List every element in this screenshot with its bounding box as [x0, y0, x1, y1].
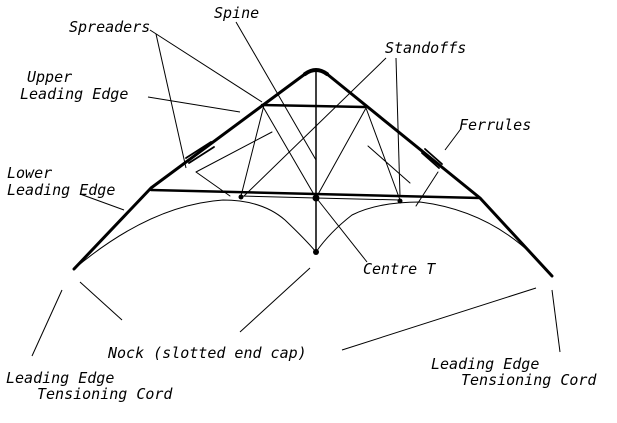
leader-nock-left [79, 281, 123, 321]
label-tensioning-cord-right-line1: Leading Edge [431, 355, 540, 373]
leader-tensioning-right [551, 289, 561, 353]
label-tensioning-cord-left-line1: Leading Edge [6, 369, 115, 387]
leader-spreaders-a [149, 29, 263, 103]
leader-spine [235, 21, 317, 161]
label-tensioning-cord-left-line2: Tensioning Cord [37, 385, 173, 403]
right-ferrule [421, 148, 443, 169]
leader-nock-center [239, 267, 311, 333]
label-tensioning-cord-right-line2: Tensioning Cord [461, 371, 597, 389]
label-standoffs: Standoffs [385, 39, 467, 57]
label-spreaders: Spreaders [69, 18, 151, 36]
label-ferrules: Ferrules [459, 116, 532, 134]
right-leading-edge [325, 72, 554, 278]
right-bridle-lines [315, 107, 439, 207]
label-centre-t: Centre T [363, 260, 436, 278]
centre-t-node [312, 194, 320, 202]
leader-nock-right [341, 287, 537, 351]
label-nock: Nock (slotted end cap) [108, 344, 307, 362]
leader-ferrules [444, 129, 461, 151]
label-upper-leading-edge-line2: Leading Edge [20, 85, 129, 103]
sail-trailing-edge [73, 199, 553, 277]
nock-node [313, 249, 319, 255]
leader-standoffs-b [395, 57, 401, 197]
leader-standoffs-a [243, 57, 387, 197]
leader-tensioning-left [31, 289, 63, 357]
leader-lower-leading-edge [79, 193, 125, 211]
label-lower-leading-edge-line2: Leading Edge [7, 181, 116, 199]
left-ferrule [185, 141, 215, 164]
label-upper-leading-edge-line1: Upper [27, 68, 73, 86]
label-lower-leading-edge-line1: Lower [7, 164, 53, 182]
leader-centre-t [317, 199, 368, 263]
right-standoff-node [397, 198, 403, 204]
upper-spreader [260, 103, 367, 109]
left-standoff-node [238, 194, 244, 200]
label-spine: Spine [214, 4, 260, 22]
left-leading-edge [72, 72, 307, 271]
leader-upper-leading-edge [147, 96, 241, 113]
